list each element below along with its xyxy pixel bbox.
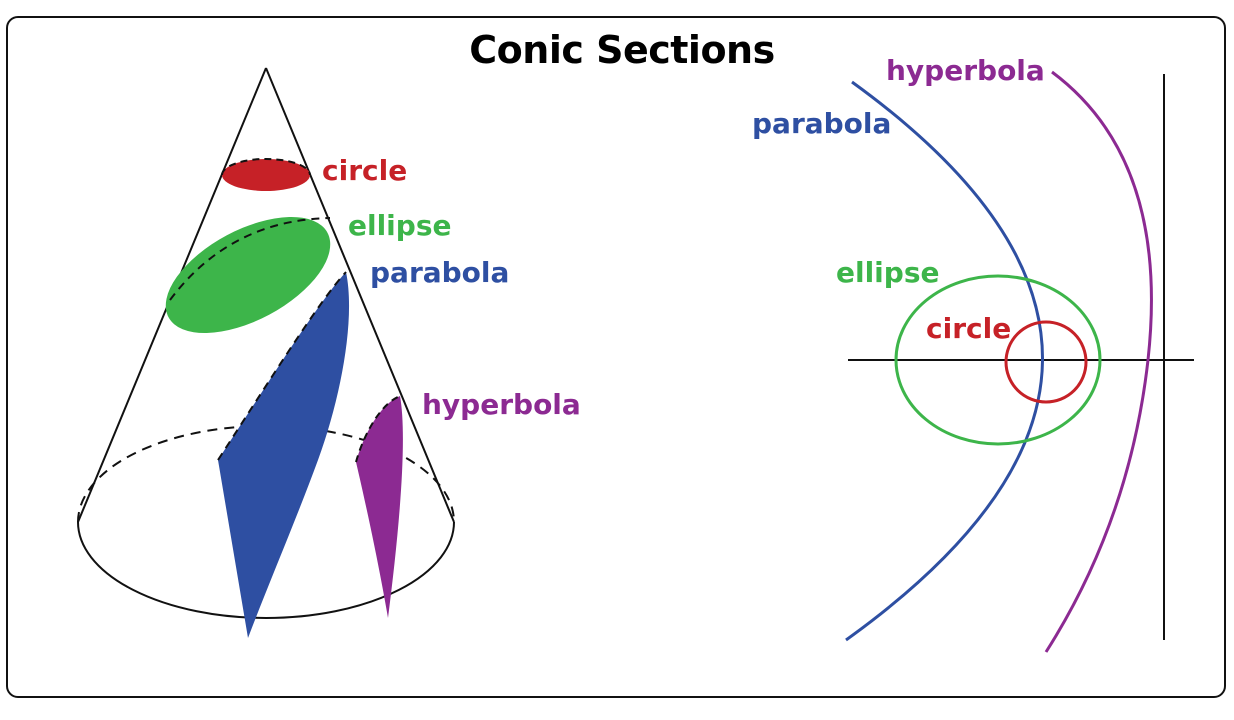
plane-ellipse-curve — [894, 274, 1102, 446]
plane-parabola-curve — [845, 80, 1044, 642]
cone-label-parabola: parabola — [370, 256, 509, 289]
cone-hyperbola-section — [356, 396, 403, 618]
diagram-title: Conic Sections — [469, 28, 775, 72]
plane-label-hyperbola: hyperbola — [886, 54, 1045, 87]
cone-illustration: circle ellipse parabola hyperbola — [77, 67, 581, 638]
diagram-frame — [6, 16, 1226, 698]
cone-circle-dashed-rim — [221, 158, 311, 176]
cone-hyperbola-dashed-rim — [355, 395, 401, 463]
plane-circle-curve — [1004, 320, 1088, 404]
cone-label-hyperbola: hyperbola — [422, 388, 581, 421]
plane-label-circle: circle — [926, 312, 1011, 345]
plane-label-parabola: parabola — [752, 107, 891, 140]
cone-right-edge — [265, 67, 455, 523]
cone-ellipse-section — [165, 217, 331, 333]
cone-parabola-section — [218, 272, 350, 638]
plane-curves-illustration: hyperbola parabola ellipse circle — [752, 54, 1194, 653]
cone-parabola-dashed-rim — [217, 271, 347, 461]
plane-hyperbola-curve — [1044, 70, 1153, 653]
cone-circle-section — [222, 159, 310, 191]
plane-label-ellipse: ellipse — [836, 256, 939, 289]
cone-base-front — [77, 521, 455, 619]
cone-label-ellipse: ellipse — [348, 209, 451, 242]
cone-label-circle: circle — [322, 154, 407, 187]
